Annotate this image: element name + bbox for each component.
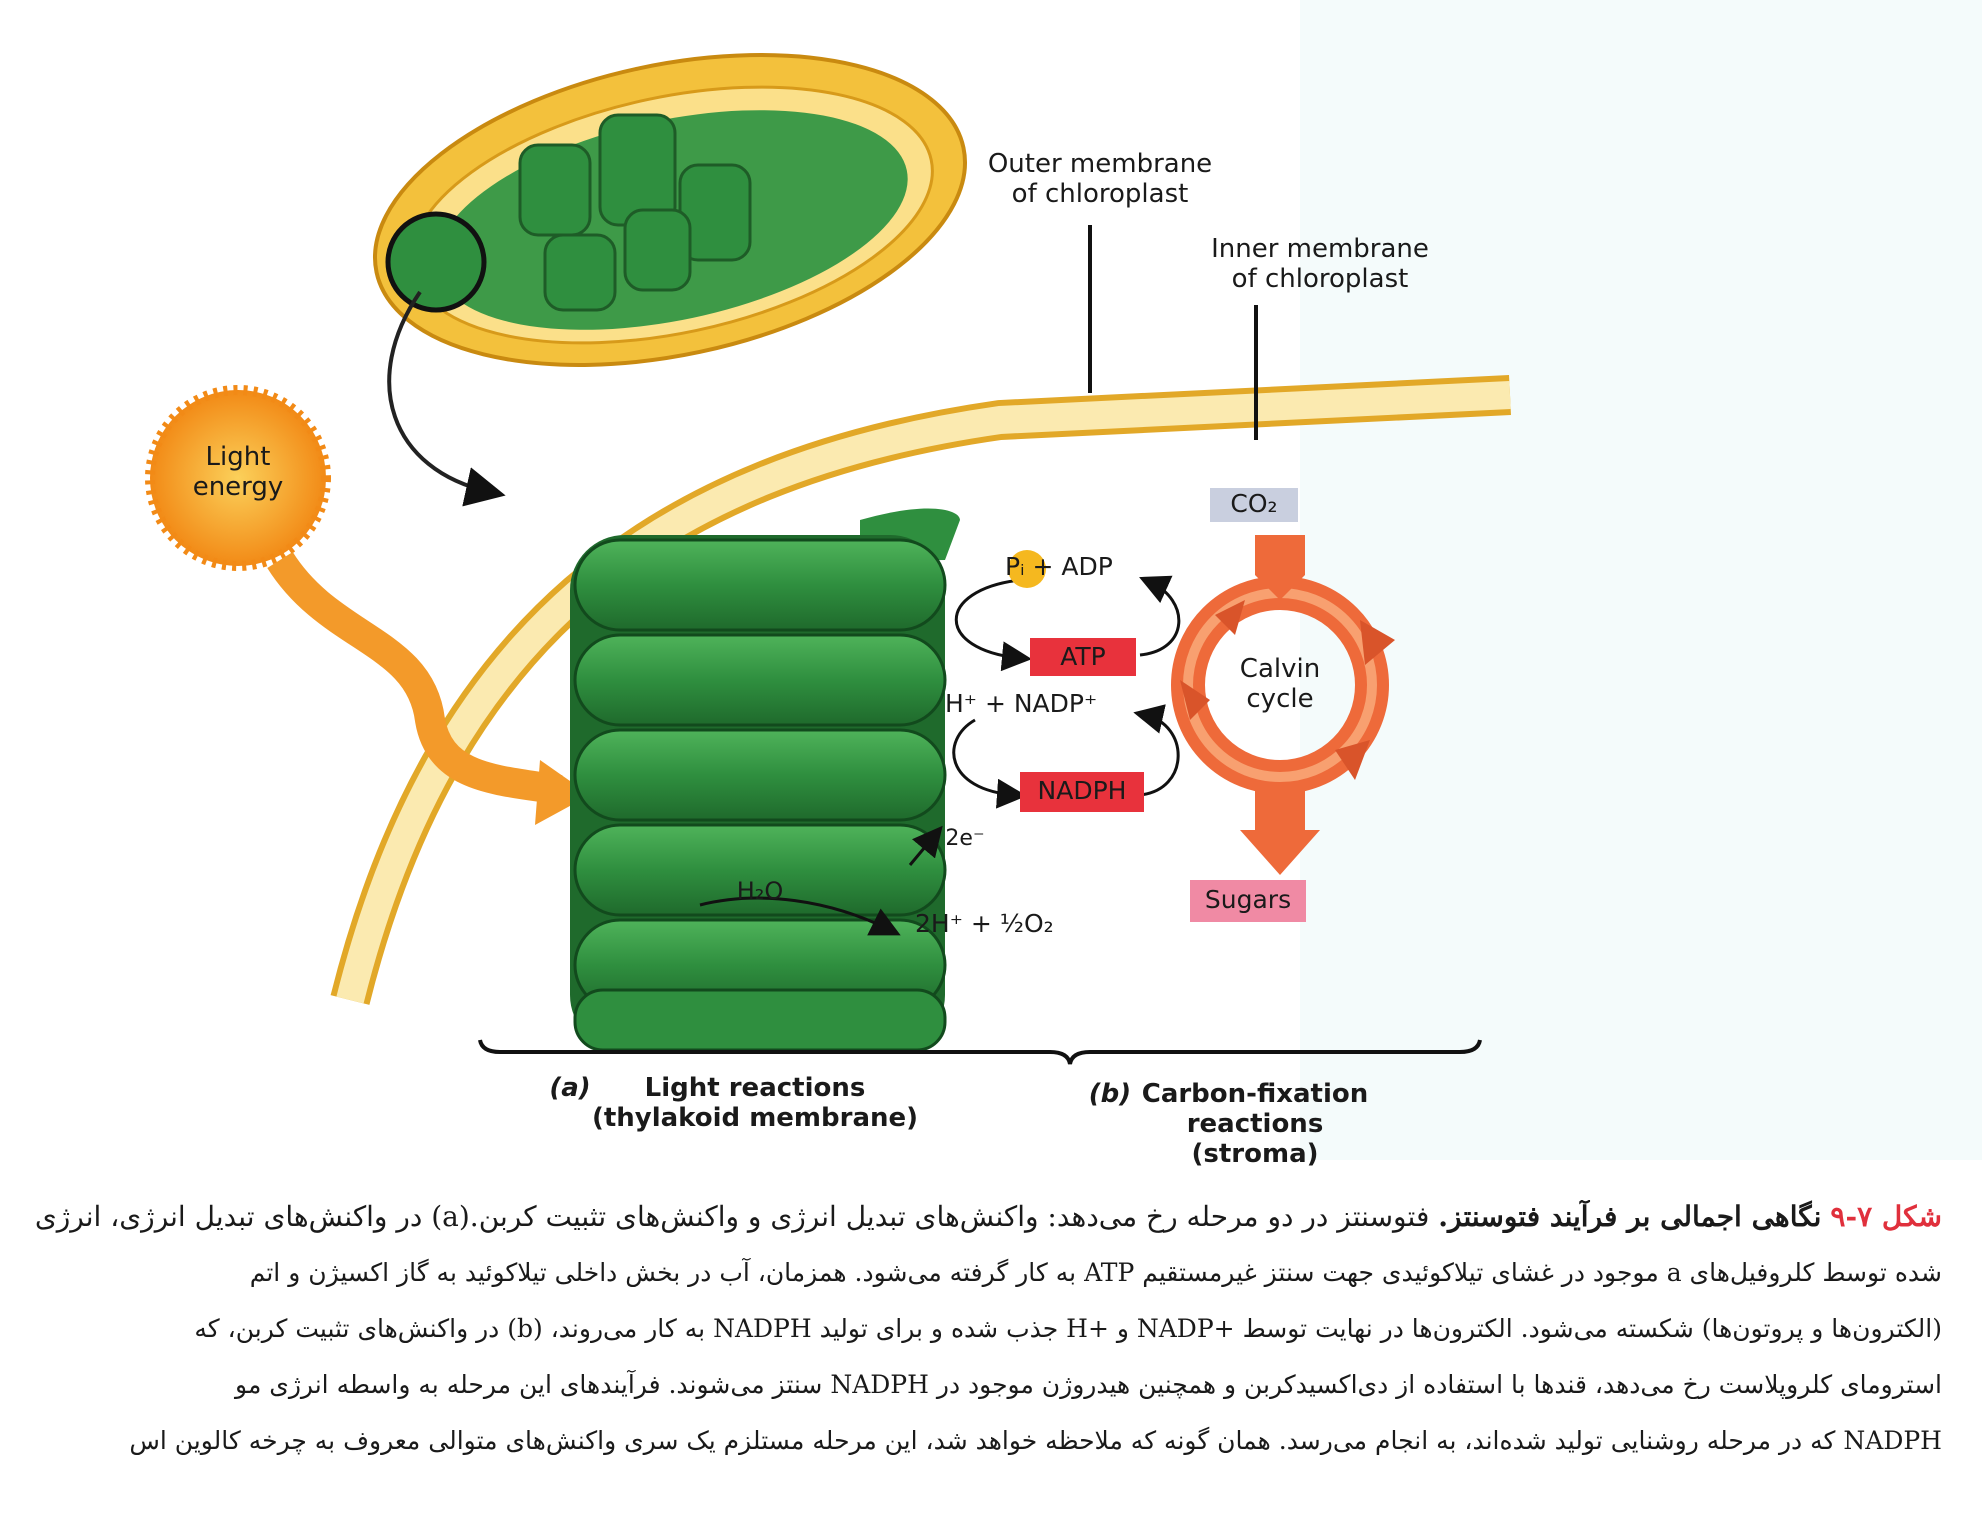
nadph-label: NADPH	[1037, 776, 1127, 805]
light-reaction-arrows	[952, 575, 1181, 809]
co2-label: CO₂	[1230, 489, 1278, 518]
h2o-label: H₂O	[736, 877, 784, 905]
chloroplast-overview	[373, 53, 967, 507]
calvin-cycle-label: Calvin cycle	[1239, 654, 1321, 714]
caption-line-5: NADPH که در مرحله روشنایی تولید شده‌اند،…	[129, 1426, 1942, 1455]
pi-adp-label: Pᵢ + ADP	[1005, 552, 1113, 581]
products-label: 2H⁺ + ½O₂	[915, 909, 1054, 938]
light-energy-label: Light energy	[192, 442, 284, 502]
caption-text-1: فتوسنتز در دو مرحله رخ می‌دهد: واکنش‌های…	[34, 1200, 1430, 1233]
part-b-label: Carbon-fixation reactions (stroma)	[1141, 1079, 1369, 1169]
calvin-cycle-ring	[1171, 535, 1395, 875]
two-electrons-label: 2e⁻	[945, 826, 985, 851]
caption-line-1: شکل ۷-۹ نگاهی اجمالی بر فرآیند فتوسنتز. …	[0, 1200, 1942, 1233]
caption-title: نگاهی اجمالی بر فرآیند فتوسنتز.	[1438, 1200, 1822, 1233]
atp-box	[1030, 638, 1136, 676]
part-b-letter: (b)	[1088, 1079, 1132, 1109]
atp-label: ATP	[1060, 642, 1106, 671]
figure-number: شکل ۷-۹	[1830, 1200, 1942, 1233]
sugars-label: Sugars	[1204, 885, 1292, 914]
part-a-label: Light reactions (thylakoid membrane)	[591, 1073, 919, 1133]
inner-membrane-label: Inner membrane of chloroplast	[1211, 234, 1429, 294]
h-nadp-label: H⁺ + NADP⁺	[945, 689, 1098, 718]
section-braces	[478, 1039, 1482, 1065]
pi-circle	[1008, 550, 1046, 588]
sugars-box	[1190, 880, 1306, 922]
caption-line-2: شده توسط کلروفیل‌های a موجود در غشای تیل…	[249, 1258, 1942, 1287]
caption-line-3: (الکترون‌ها و پروتون‌ها) شکسته می‌شود. ا…	[194, 1314, 1942, 1343]
light-energy-sun	[145, 385, 590, 825]
outer-membrane-label: Outer membrane of chloroplast	[987, 149, 1213, 209]
thylakoid-stack	[570, 508, 960, 1052]
caption-line-4: استرومای کلروپلاست رخ می‌دهد، قندها با ا…	[235, 1370, 1942, 1399]
nadph-box	[1020, 772, 1144, 812]
co2-box	[1210, 488, 1298, 522]
part-a-letter: (a)	[549, 1073, 591, 1103]
